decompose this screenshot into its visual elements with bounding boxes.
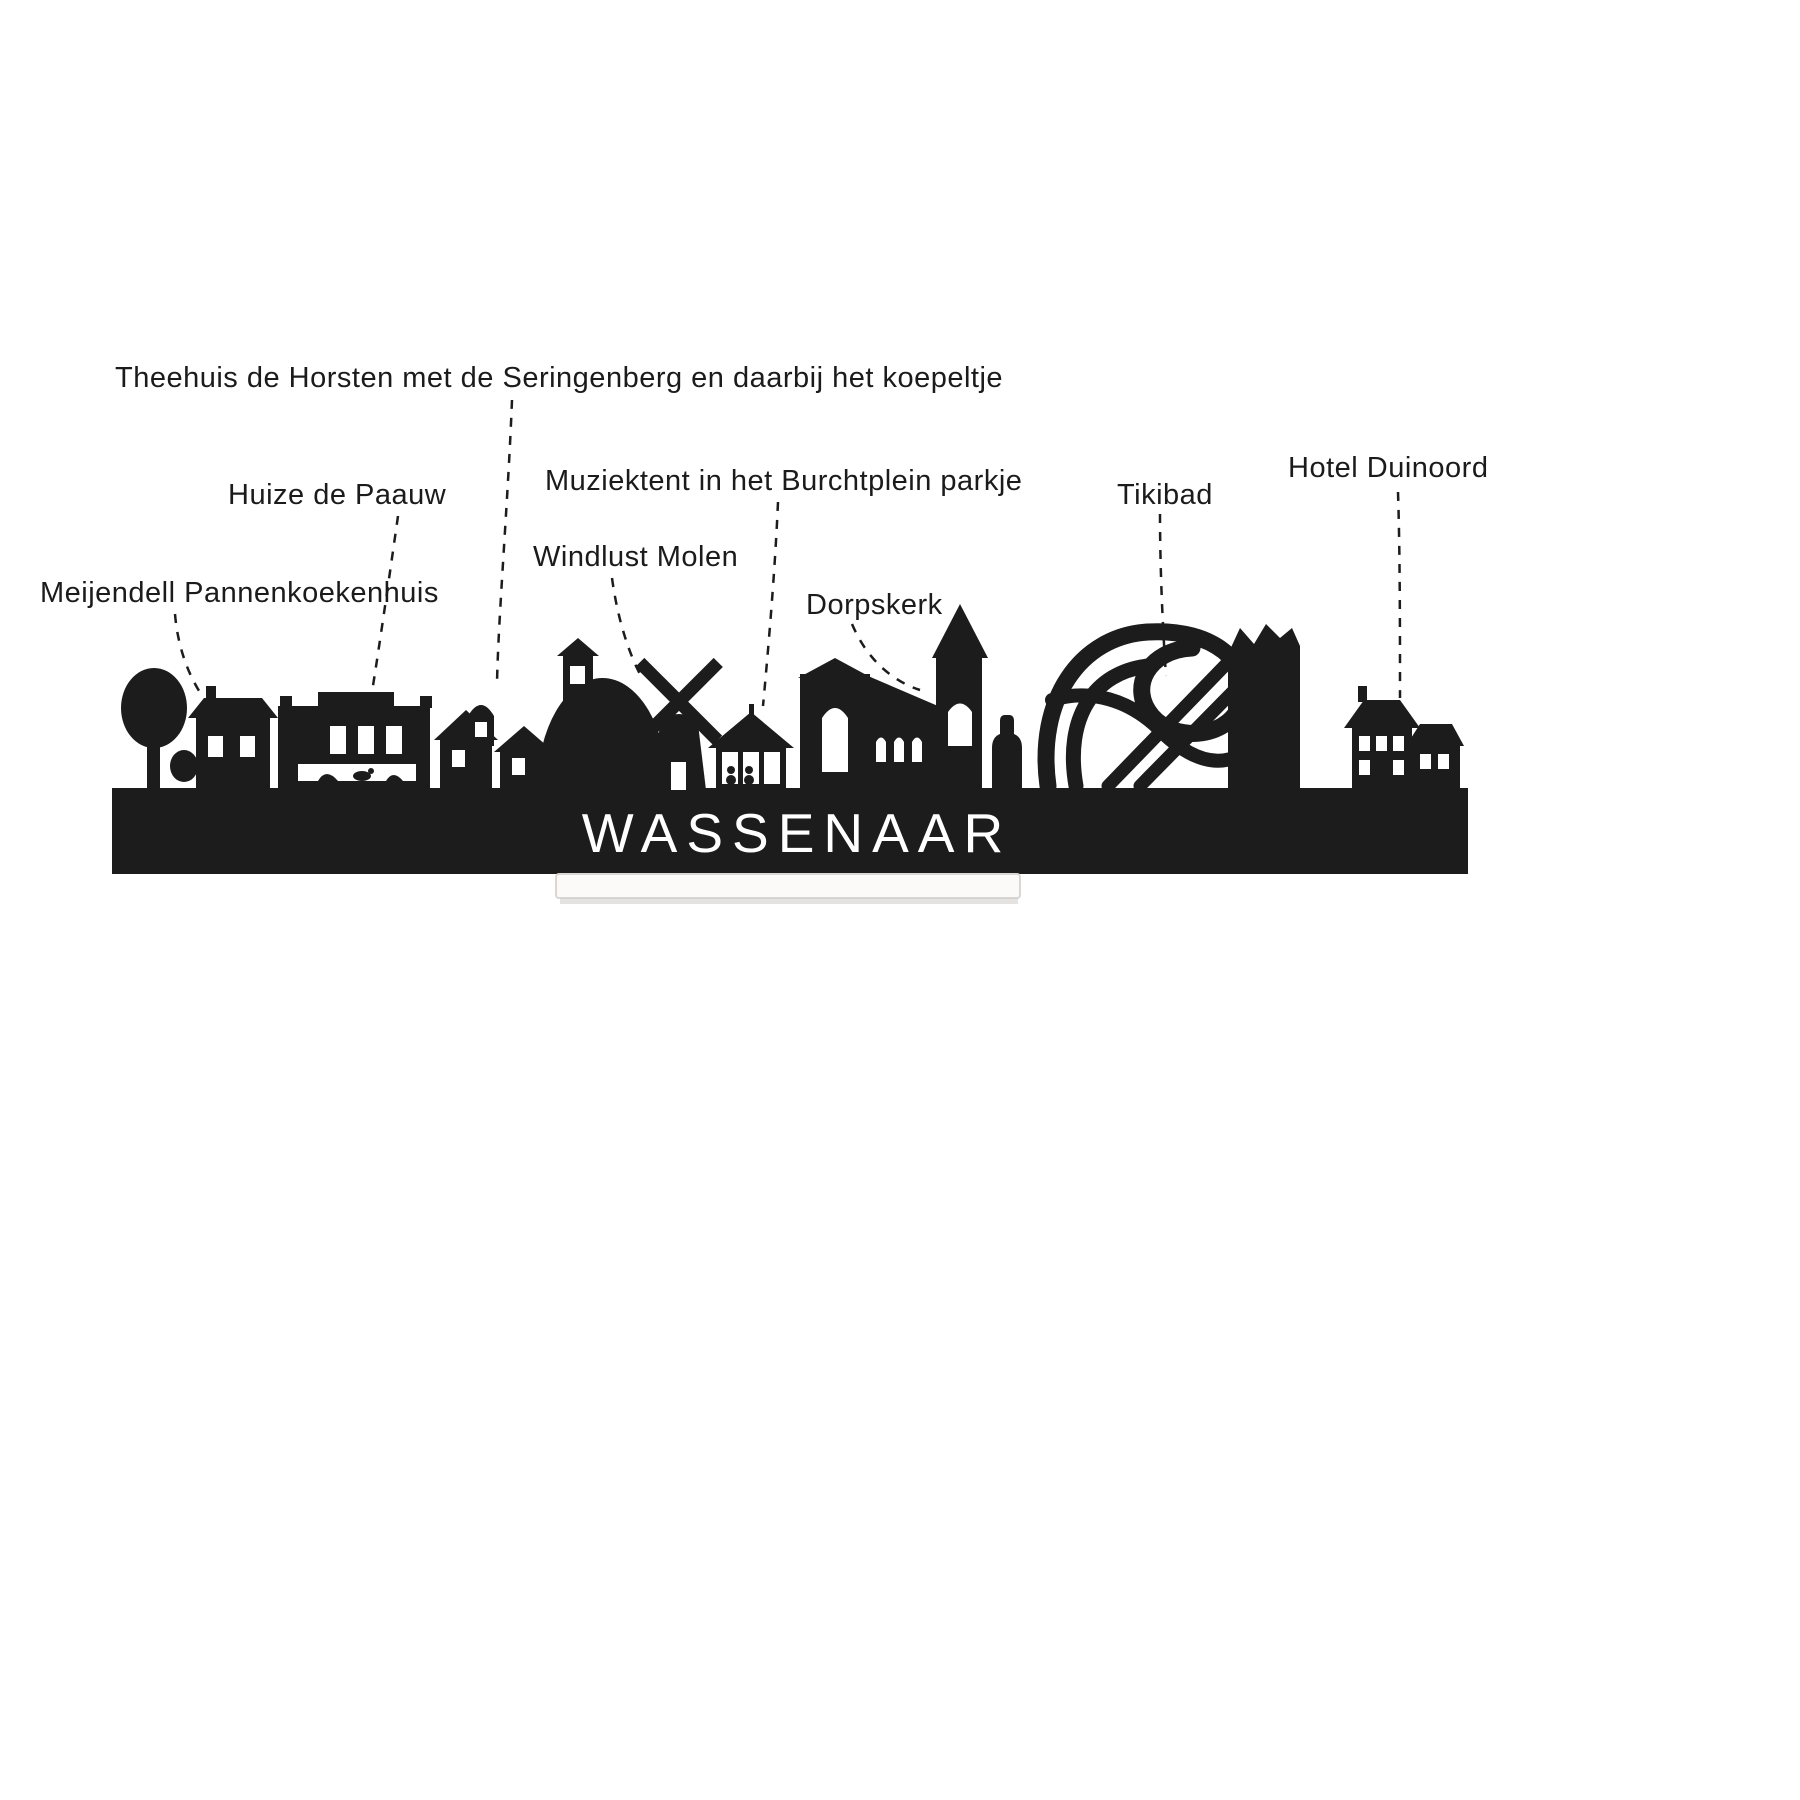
- label-meijendell: Meijendell Pannenkoekenhuis: [40, 577, 439, 609]
- windmill-blades: [635, 657, 723, 745]
- stand: [555, 873, 1021, 904]
- tikibad-slides: [1037, 623, 1267, 795]
- label-windlust-molen: Windlust Molen: [533, 541, 739, 573]
- theehuis-koepeltje-buildings: [434, 705, 554, 790]
- figure-cutouts: [318, 752, 764, 785]
- leader-dorpskerk: [850, 623, 921, 692]
- leader-muziektent: [761, 501, 780, 707]
- skyline-base: [112, 788, 1468, 874]
- label-hotel-duinoord: Hotel Duinoord: [1288, 452, 1489, 484]
- label-tikibad: Tikibad: [1117, 479, 1213, 511]
- label-dorpskerk: Dorpskerk: [806, 589, 943, 621]
- leader-windlust: [610, 577, 644, 679]
- leader-hotel-duinoord: [1396, 491, 1402, 699]
- skyline-city-name: WASSENAAR: [582, 802, 1012, 864]
- meijendell-building: [188, 686, 278, 790]
- label-huize-de-paauw: Huize de Paauw: [228, 479, 447, 511]
- label-muziektent: Muziektent in het Burchtplein parkje: [545, 465, 1023, 497]
- dome-building: [537, 638, 668, 790]
- windlust-molen-silhouette: [635, 657, 723, 790]
- leader-theehuis: [495, 399, 514, 685]
- tree-silhouette: [121, 668, 198, 790]
- leader-huize-de-paauw: [370, 515, 400, 693]
- leader-lines: [173, 399, 1402, 707]
- label-theehuis: Theehuis de Horsten met de Seringenberg …: [115, 362, 1004, 394]
- bottle-silhouette: [992, 715, 1022, 790]
